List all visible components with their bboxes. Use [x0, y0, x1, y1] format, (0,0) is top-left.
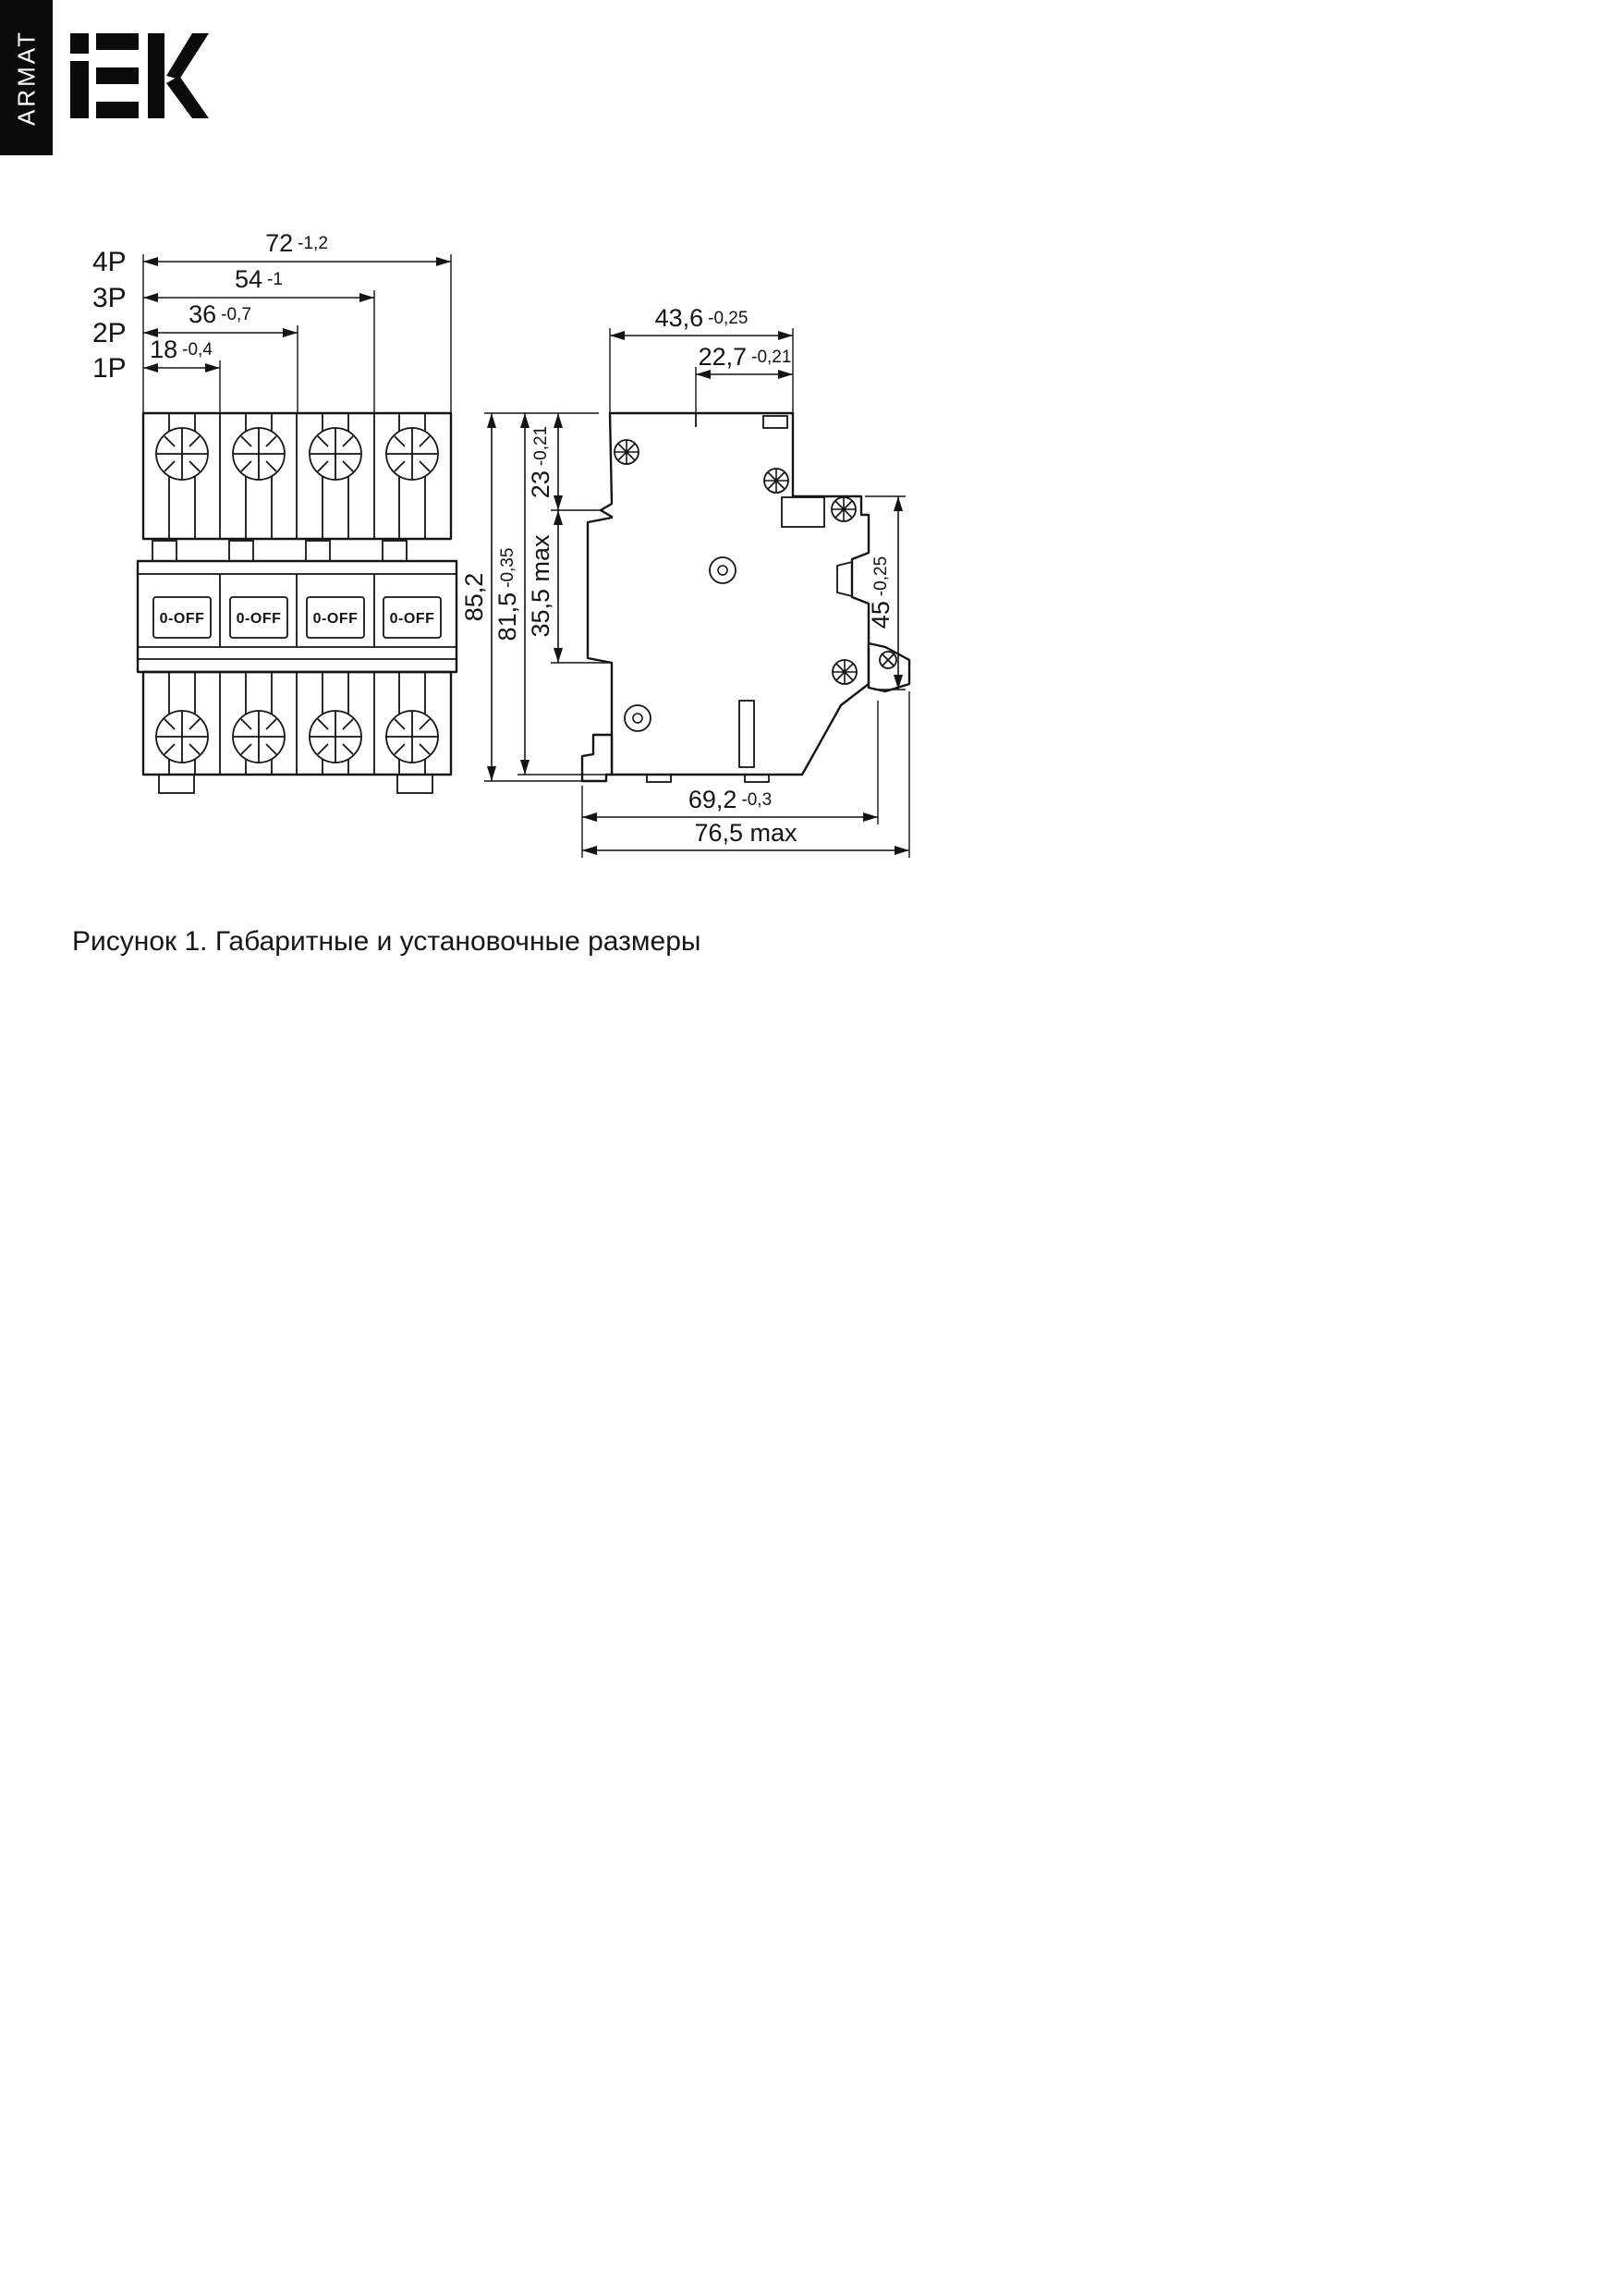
technical-drawing: 0-OFF 0-OFF 0-OFF 0-OFF [92, 229, 911, 858]
dim-overall-height: 85,2 [460, 573, 488, 622]
pole-label-3p: 3P [92, 283, 127, 313]
screw-terminal-icon [385, 427, 439, 481]
screw-terminal-icon [155, 427, 209, 481]
screw-terminal-icon [309, 427, 362, 481]
dim-front-depth: 22,7-0,21 [699, 343, 792, 371]
figure-caption: Рисунок 1. Габаритные и установочные раз… [72, 926, 701, 957]
dim-bottom-depth: 69,2-0,3 [688, 786, 772, 813]
series-sidebar: ARMAT [0, 0, 53, 155]
dim-front-height: 45-0,25 [867, 556, 895, 629]
dim-max-depth: 76,5 max [694, 819, 797, 847]
toggle-label-2: 0-OFF [237, 611, 282, 627]
terminal-window [781, 496, 825, 528]
pole-label-2p: 2P [92, 318, 127, 348]
iek-logo-glyphs [70, 33, 209, 118]
side-foot [744, 774, 770, 783]
rivet-icon [624, 704, 651, 732]
terminal-slot [762, 415, 788, 429]
screw-terminal-icon [309, 710, 362, 763]
iek-logo: IEK [70, 33, 209, 118]
dim-width-2p: 36-0,7 [189, 300, 251, 328]
dim-body-height: 81,5-0,35 [493, 548, 521, 641]
clip-spring [738, 700, 755, 768]
housing-tabs [152, 540, 408, 562]
front-dimensions: 4P 3P 2P 1P 72-1,2 54-1 36-0,7 18-0,4 [92, 229, 452, 413]
dim-top-to-rail: 23-0,21 [527, 426, 554, 498]
terminal-flag [867, 641, 911, 693]
front-view: 0-OFF 0-OFF 0-OFF 0-OFF [136, 411, 458, 794]
screw-icon [763, 468, 789, 494]
dim-width-1p: 18-0,4 [150, 336, 213, 363]
screw-icon [614, 439, 639, 465]
toggle-label-3: 0-OFF [313, 611, 359, 627]
screw-icon [831, 496, 857, 522]
din-foot [158, 774, 195, 794]
din-foot [396, 774, 433, 794]
toggle-handles: 0-OFF 0-OFF 0-OFF 0-OFF [152, 596, 442, 639]
pole-label-4p: 4P [92, 247, 127, 277]
dim-rail-zone: 35,5 max [527, 534, 554, 638]
toggle-side [836, 560, 853, 598]
pole-label-1p: 1P [92, 353, 127, 384]
screw-terminal-icon [232, 427, 286, 481]
toggle-label-4: 0-OFF [390, 611, 435, 627]
screw-terminal-icon [232, 710, 286, 763]
dim-top-depth: 43,6-0,25 [655, 304, 749, 332]
side-foot [646, 774, 672, 783]
side-view [580, 411, 911, 783]
screw-icon [832, 659, 858, 685]
toggle-label-1: 0-OFF [160, 611, 205, 627]
screw-terminal-icon [155, 710, 209, 763]
rivet-icon [709, 556, 736, 584]
dim-width-4p: 72-1,2 [265, 229, 328, 257]
dim-width-3p: 54-1 [235, 265, 283, 293]
side-dimensions: 43,6-0,25 22,7-0,21 85,2 81,5-0,35 23-0,… [460, 304, 910, 858]
screw-terminal-icon [385, 710, 439, 763]
